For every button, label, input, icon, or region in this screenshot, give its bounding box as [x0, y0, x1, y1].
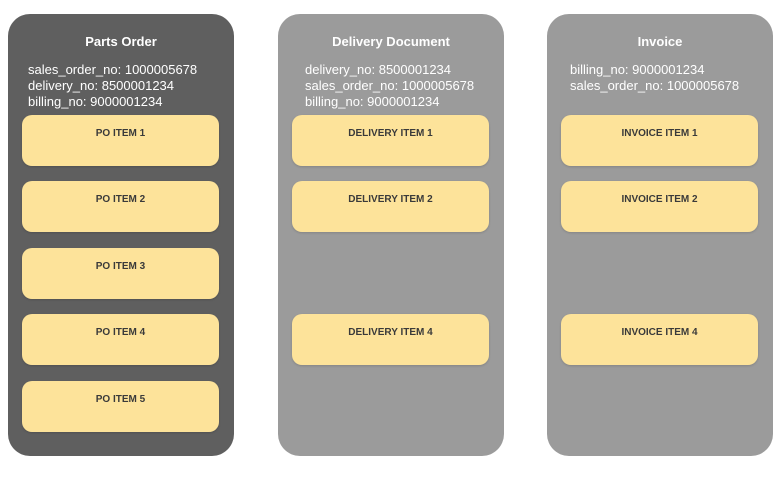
meta-line: sales_order_no: 1000005678 [570, 78, 740, 93]
invoice-item-box: INVOICE ITEM 1 [561, 115, 758, 166]
panel-title: Parts Order [85, 34, 157, 49]
parts-order-panel: Parts Order sales_order_no: 1000005678 d… [8, 14, 234, 456]
delivery-item-box: DELIVERY ITEM 4 [292, 314, 489, 365]
meta-line: sales_order_no: 1000005678 [28, 62, 198, 77]
po-item-box: PO ITEM 1 [22, 115, 219, 166]
meta-line: billing_no: 9000001234 [305, 94, 440, 109]
invoice-item-box: INVOICE ITEM 4 [561, 314, 758, 365]
invoice-item-box: INVOICE ITEM 2 [561, 181, 758, 232]
panel-title: Invoice [637, 34, 683, 49]
meta-line: billing_no: 9000001234 [28, 94, 163, 109]
po-item-box: PO ITEM 5 [22, 381, 219, 432]
meta-line: sales_order_no: 1000005678 [305, 78, 475, 93]
invoice-panel: Invoice billing_no: 9000001234 sales_ord… [547, 14, 773, 456]
meta-line: billing_no: 9000001234 [570, 62, 705, 77]
po-item-box: PO ITEM 4 [22, 314, 219, 365]
panel-meta: billing_no: 9000001234 sales_order_no: 1… [570, 62, 765, 94]
meta-line: delivery_no: 8500001234 [305, 62, 452, 77]
panel-meta: sales_order_no: 1000005678 delivery_no: … [28, 62, 226, 110]
delivery-document-panel: Delivery Document delivery_no: 850000123… [278, 14, 504, 456]
po-item-box: PO ITEM 3 [22, 248, 219, 299]
delivery-item-box: DELIVERY ITEM 1 [292, 115, 489, 166]
panel-meta: delivery_no: 8500001234 sales_order_no: … [305, 62, 496, 110]
delivery-item-box: DELIVERY ITEM 2 [292, 181, 489, 232]
po-item-box: PO ITEM 2 [22, 181, 219, 232]
panel-title: Delivery Document [332, 34, 450, 49]
meta-line: delivery_no: 8500001234 [28, 78, 175, 93]
